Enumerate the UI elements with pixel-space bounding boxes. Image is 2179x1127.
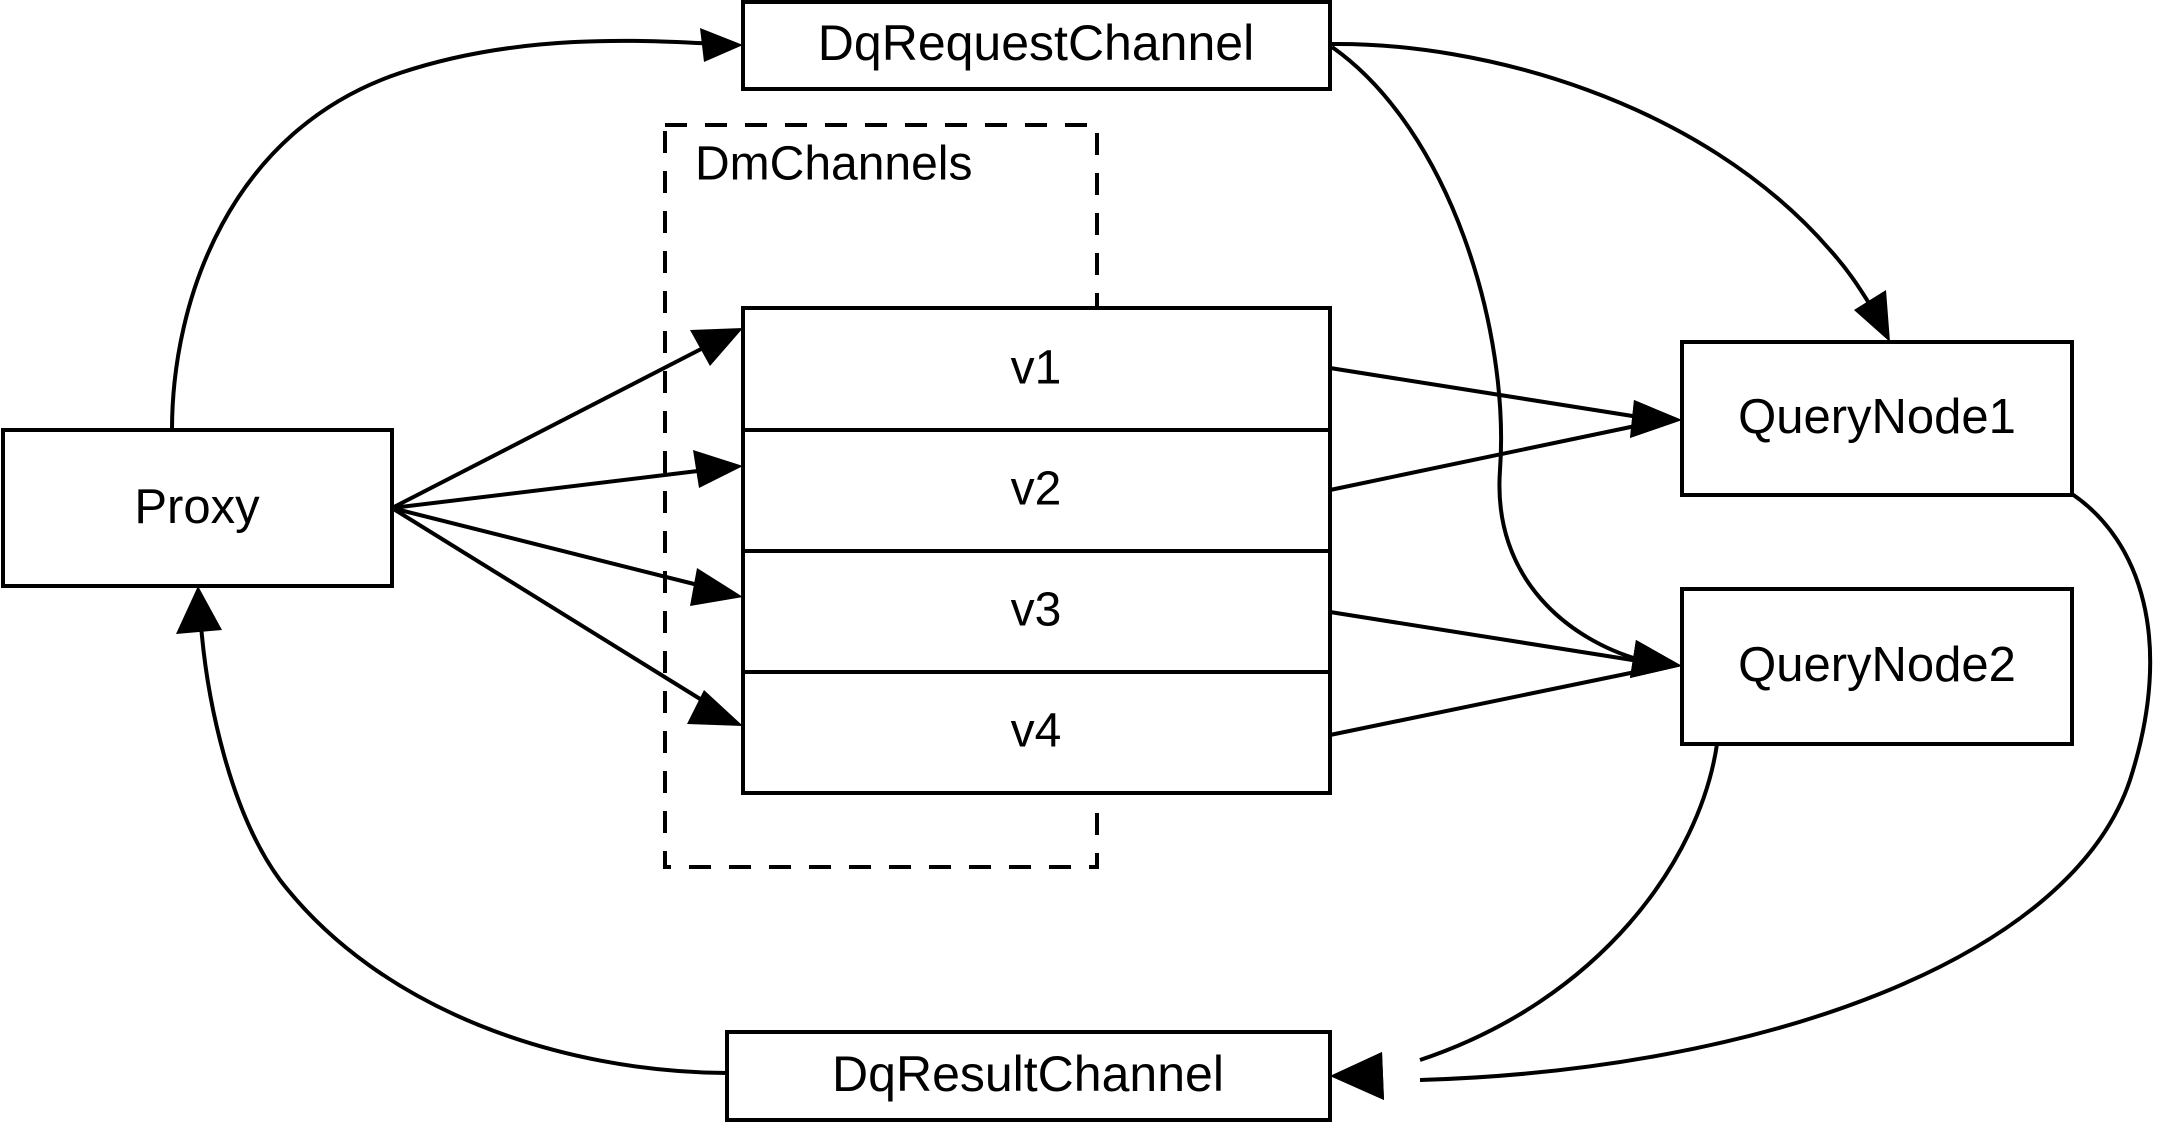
arrow-head-v1-in <box>690 328 743 366</box>
node-query-node-2-box[interactable] <box>1680 587 2074 746</box>
edge-proxy-to-v4 <box>390 506 743 726</box>
node-proxy-box[interactable] <box>1 428 394 588</box>
edge-dq-result-channel-to-proxy <box>176 586 728 1075</box>
node-query-node-1-label: QueryNode1 <box>1738 390 2016 444</box>
arrow-head-dq-request-channel-in <box>700 28 743 62</box>
edge-proxy-to-v3 <box>391 506 743 606</box>
arrow-head-query-node-1-in-2 <box>1630 400 1682 438</box>
edge-v3-to-query-node-2 <box>1329 610 1682 678</box>
edge-dq-request-channel-to-query-node-1 <box>1329 41 1890 342</box>
edge-dq-request-channel-to-query-node-2 <box>1330 45 1682 678</box>
node-proxy-label: Proxy <box>134 480 260 534</box>
dm-channel-row-v4[interactable]: v4 <box>1011 705 1062 758</box>
node-query-node-2-label: QueryNode2 <box>1738 638 2016 692</box>
arrow-head-v3-in <box>690 568 743 606</box>
node-query-node-1-box[interactable] <box>1680 340 2074 497</box>
arrow-head-proxy-in <box>176 586 222 634</box>
edge-proxy-to-dq-request-channel <box>170 28 743 431</box>
arrow-head-query-node-1-top-in <box>1854 290 1890 342</box>
arrow-head-query-node-2-in-2 <box>1630 640 1682 678</box>
edge-proxy-to-v2 <box>391 450 743 510</box>
dm-channels-group-label: DmChannels <box>695 138 972 191</box>
edge-query-node-2-to-dq-result-channel <box>1330 743 1719 1100</box>
dm-channel-row-v1[interactable]: v1 <box>1011 342 1062 395</box>
node-query-node-2[interactable]: QueryNode2 <box>1680 587 2074 746</box>
edge-proxy-to-v1 <box>391 328 743 510</box>
dm-channel-row-v2[interactable]: v2 <box>1011 463 1062 516</box>
dm-channel-row-v3[interactable]: v3 <box>1011 584 1062 637</box>
node-dq-request-channel-label: DqRequestChannel <box>818 15 1254 71</box>
edge-v4-to-query-node-2 <box>1329 640 1682 737</box>
node-query-node-1[interactable]: QueryNode1 <box>1680 340 2074 497</box>
node-dq-result-channel-label: DqResultChannel <box>832 1046 1224 1102</box>
arrow-head-v2-in <box>693 450 743 488</box>
arrow-head-v4-in <box>687 690 743 726</box>
arrow-head-dq-result-channel-in-2 <box>1330 1052 1384 1100</box>
node-proxy[interactable]: Proxy <box>1 428 394 588</box>
dm-channel-stack[interactable]: v1 v2 v3 v4 <box>741 306 1332 795</box>
node-dq-request-channel[interactable]: DqRequestChannel <box>741 0 1332 91</box>
node-dq-request-channel-box[interactable] <box>741 0 1332 91</box>
node-dq-result-channel[interactable]: DqResultChannel <box>725 1030 1332 1122</box>
edge-v2-to-query-node-1 <box>1329 400 1682 492</box>
node-dq-result-channel-box[interactable] <box>725 1030 1332 1122</box>
edge-query-node-1-to-dq-result-channel <box>1330 492 2153 1100</box>
